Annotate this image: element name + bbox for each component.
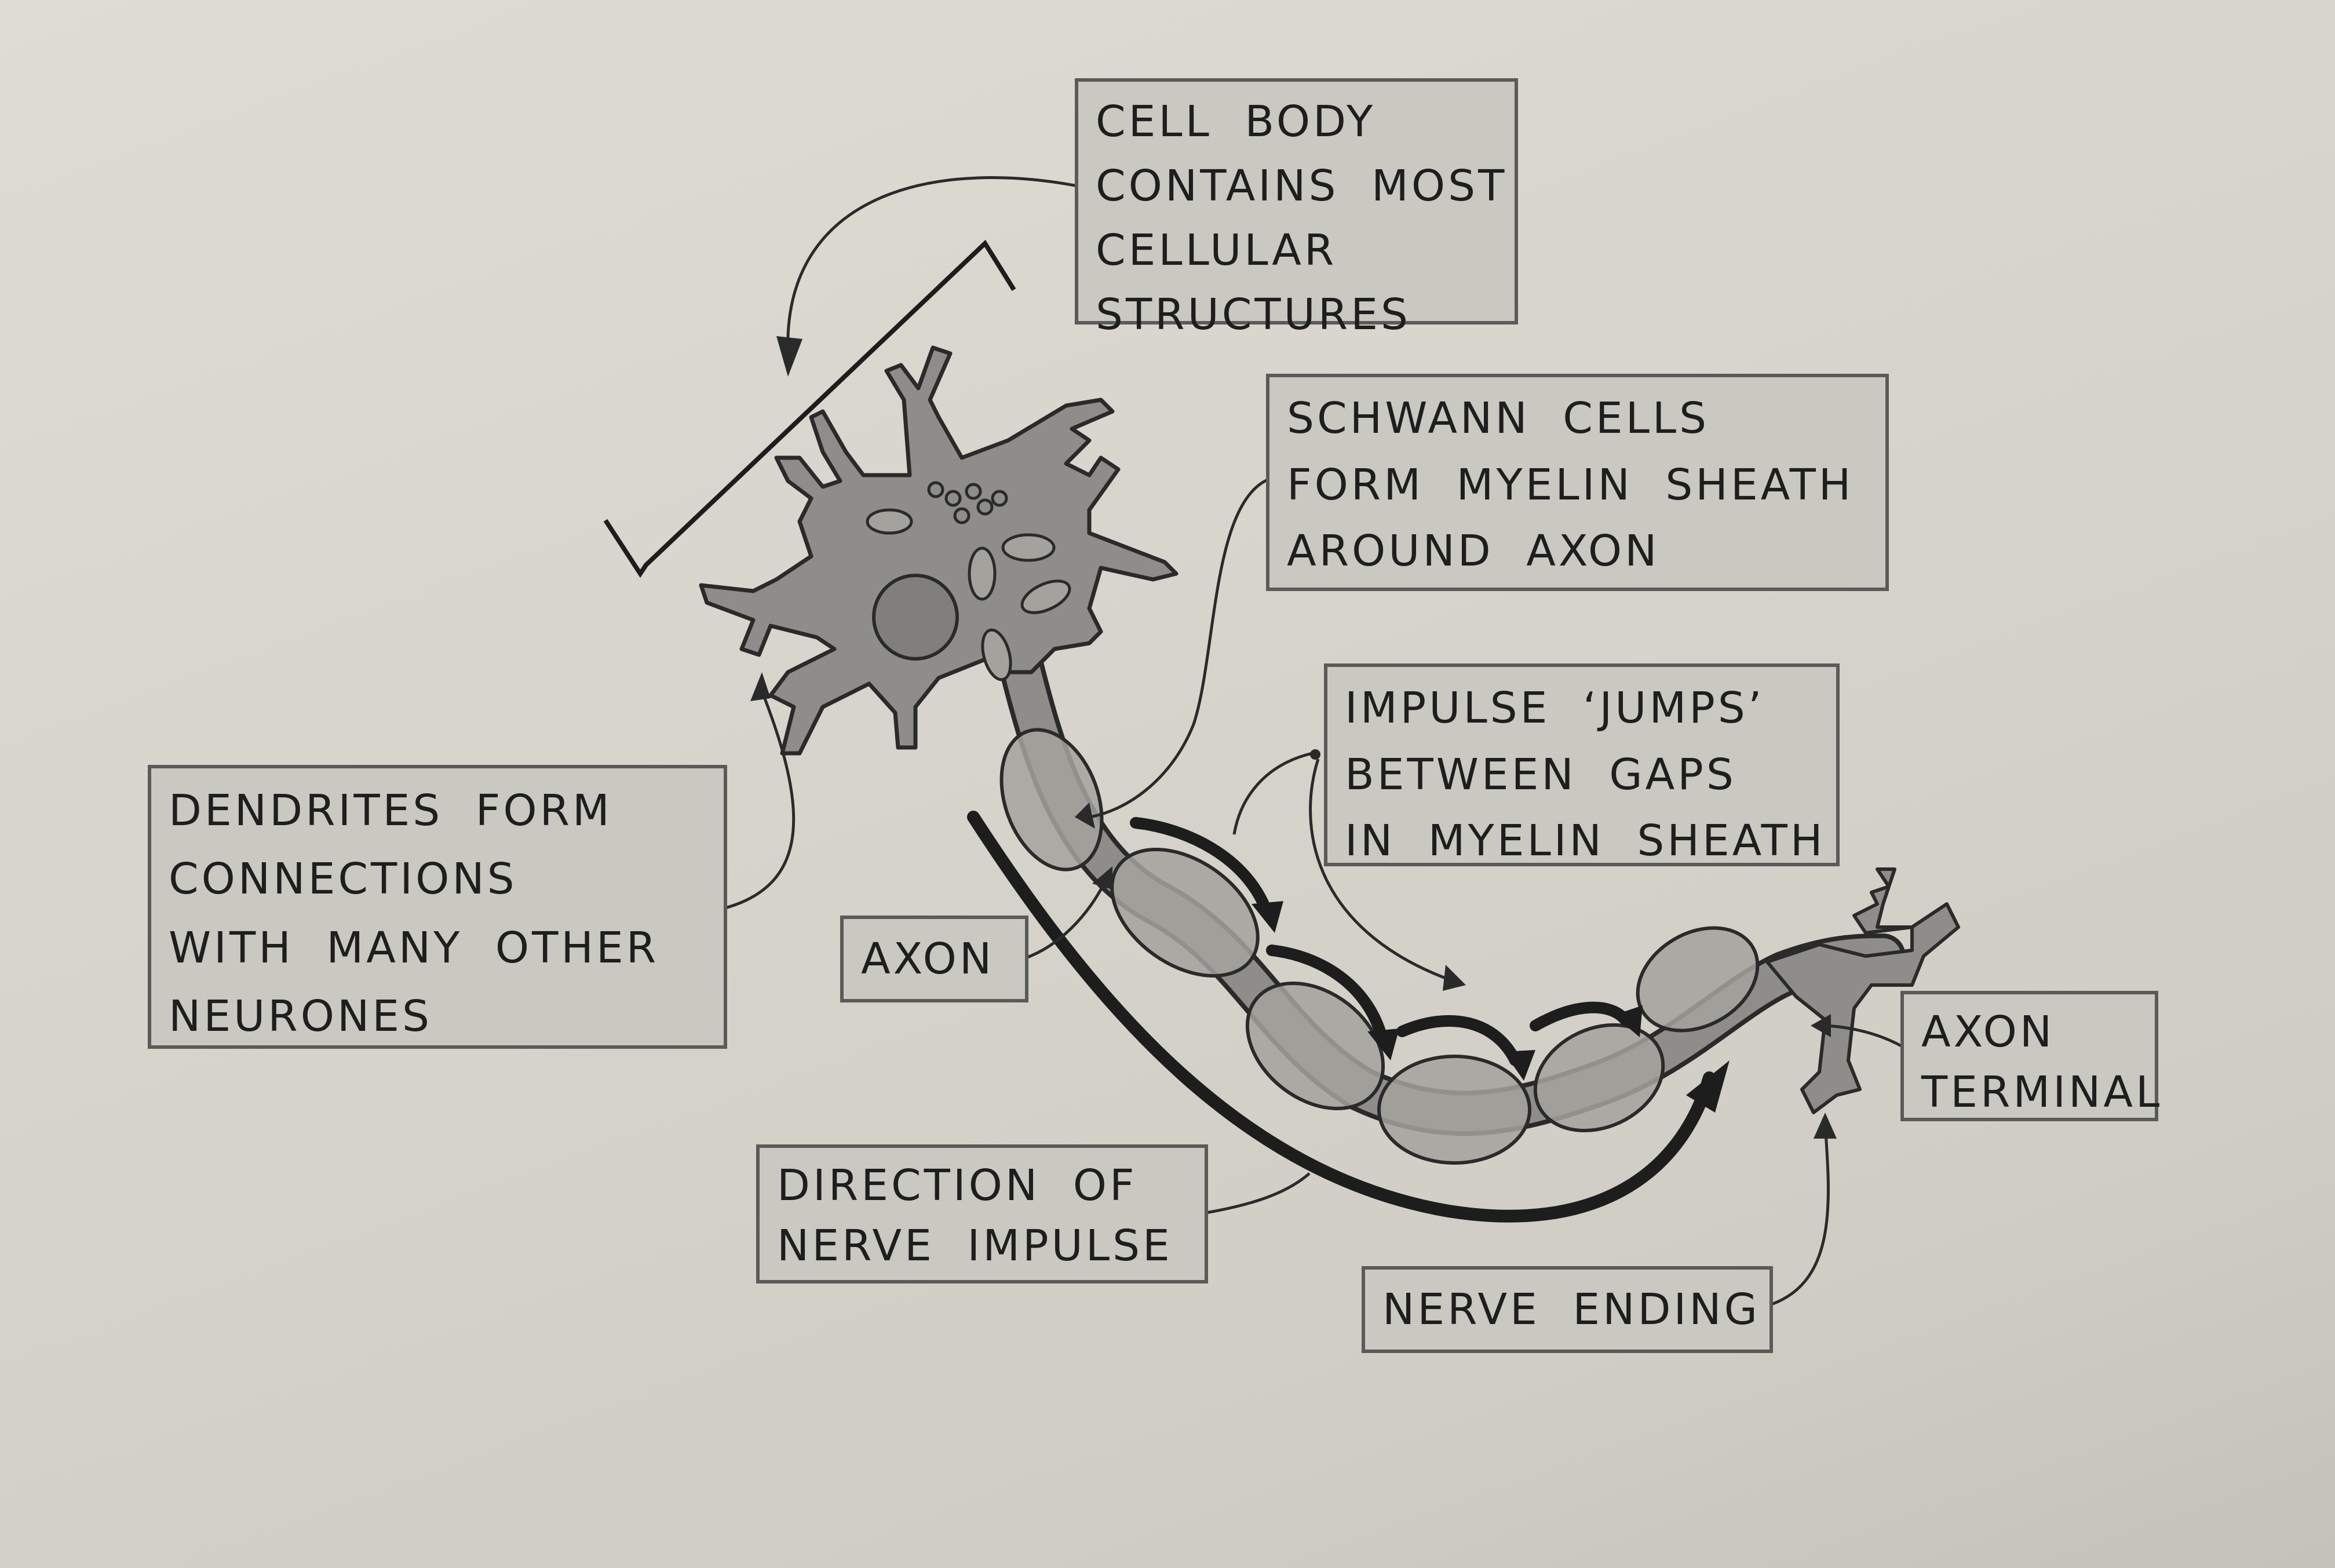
leader-lines bbox=[718, 176, 1907, 1308]
organelles bbox=[866, 481, 1071, 681]
label-line: FORM MYELIN SHEATH bbox=[1287, 460, 1854, 510]
label-nerve-ending: NERVE ENDING bbox=[1362, 1266, 1773, 1353]
schwann-cell bbox=[1245, 982, 1385, 1110]
label-line: CELLULAR bbox=[1096, 225, 1337, 275]
label-line: AXON bbox=[1921, 1007, 2055, 1057]
label-line: AROUND AXON bbox=[1287, 526, 1660, 577]
label-line: IMPULSE ‘JUMPS’ bbox=[1345, 683, 1765, 733]
schwann-cell bbox=[1110, 847, 1260, 978]
axon-terminal bbox=[1765, 867, 1960, 1114]
label-axon: AXON bbox=[840, 916, 1028, 1002]
label-line: NERVE ENDING bbox=[1382, 1285, 1760, 1334]
label-line: WITH MANY OTHER bbox=[169, 922, 659, 973]
label-line: STRUCTURES bbox=[1096, 290, 1411, 340]
label-line: BETWEEN GAPS bbox=[1345, 749, 1736, 800]
leader-direction bbox=[1199, 1172, 1311, 1216]
label-dendrites: DENDRITES FORM CONNECTIONS WITH MANY OTH… bbox=[148, 765, 727, 1049]
jump-arrowheads bbox=[1252, 901, 1643, 1081]
direction-arrow bbox=[967, 811, 1716, 1223]
label-line: NEURONES bbox=[169, 991, 433, 1042]
label-cell-body: CELL BODY CONTAINS MOST CELLULAR STRUCTU… bbox=[1075, 78, 1518, 340]
leader-axon bbox=[1022, 877, 1108, 961]
label-line: AXON bbox=[861, 934, 995, 984]
label-line: CONTAINS MOST bbox=[1096, 161, 1508, 211]
schwann-cell bbox=[1377, 1055, 1531, 1165]
jump-arrows bbox=[1130, 817, 1631, 1066]
label-line: CONNECTIONS bbox=[169, 854, 517, 905]
direction-arrowhead bbox=[1686, 1060, 1730, 1113]
cell-body-bracket bbox=[603, 239, 1016, 578]
schwann-cell bbox=[1636, 926, 1760, 1033]
nucleus bbox=[872, 574, 959, 661]
schwann-cell bbox=[1533, 1023, 1665, 1133]
label-line: SCHWANN CELLS bbox=[1287, 393, 1710, 443]
label-line: DENDRITES FORM bbox=[169, 786, 612, 836]
label-impulse-jumps: IMPULSE ‘JUMPS’ BETWEEN GAPS IN MYELIN S… bbox=[1324, 663, 1840, 866]
schwann-cell bbox=[999, 728, 1104, 871]
leader-cell-body bbox=[786, 176, 1090, 354]
label-line: IN MYELIN SHEATH bbox=[1345, 816, 1826, 866]
label-axon-terminal: AXON TERMINAL bbox=[1900, 991, 2163, 1121]
cell-body bbox=[699, 345, 1179, 756]
leader-dendrites bbox=[718, 683, 796, 911]
label-line: DIRECTION OF bbox=[777, 1161, 1137, 1210]
label-line: NERVE IMPULSE bbox=[777, 1220, 1173, 1271]
label-direction: DIRECTION OF NERVE IMPULSE bbox=[756, 1144, 1208, 1283]
label-line: TERMINAL bbox=[1921, 1067, 2163, 1117]
leader-nerve-ending bbox=[1764, 1124, 1830, 1308]
label-schwann-cells: SCHWANN CELLS FORM MYELIN SHEATH AROUND … bbox=[1266, 374, 1889, 591]
leader-schwann bbox=[1089, 476, 1272, 819]
myelin-sheath bbox=[999, 728, 1760, 1165]
leader-impulse bbox=[1232, 752, 1313, 835]
label-line: CELL BODY bbox=[1096, 97, 1376, 147]
